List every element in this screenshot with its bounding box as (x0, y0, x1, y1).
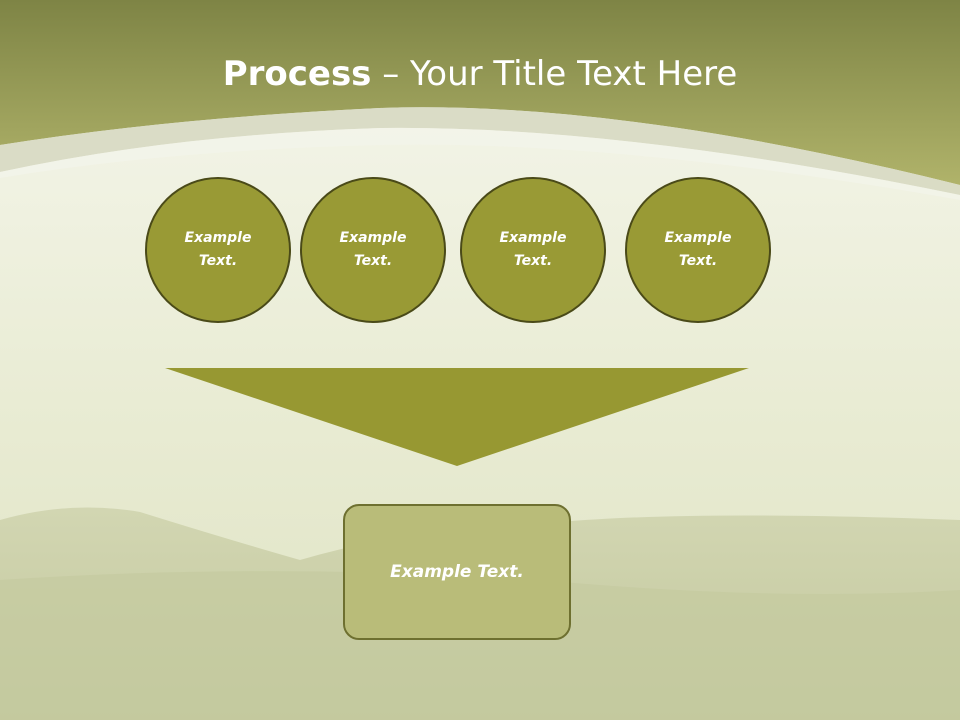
title-rest: – Your Title Text Here (371, 54, 738, 94)
result-box: Example Text. (343, 504, 571, 640)
result-label: Example Text. (390, 562, 524, 582)
process-step-circle-1: Example Text. (145, 177, 291, 323)
title-bold: Process (222, 54, 372, 94)
step-label-2: Example Text. (339, 230, 407, 269)
process-step-circle-4: Example Text. (625, 177, 771, 323)
step-label-4: Example Text. (664, 230, 732, 269)
step-label-1: Example Text. (184, 230, 252, 269)
funnel-arrow (165, 368, 749, 466)
process-step-circle-2: Example Text. (300, 177, 446, 323)
slide-title: Process – Your Title Text Here (0, 50, 960, 98)
process-step-circle-3: Example Text. (460, 177, 606, 323)
step-label-3: Example Text. (499, 230, 567, 269)
